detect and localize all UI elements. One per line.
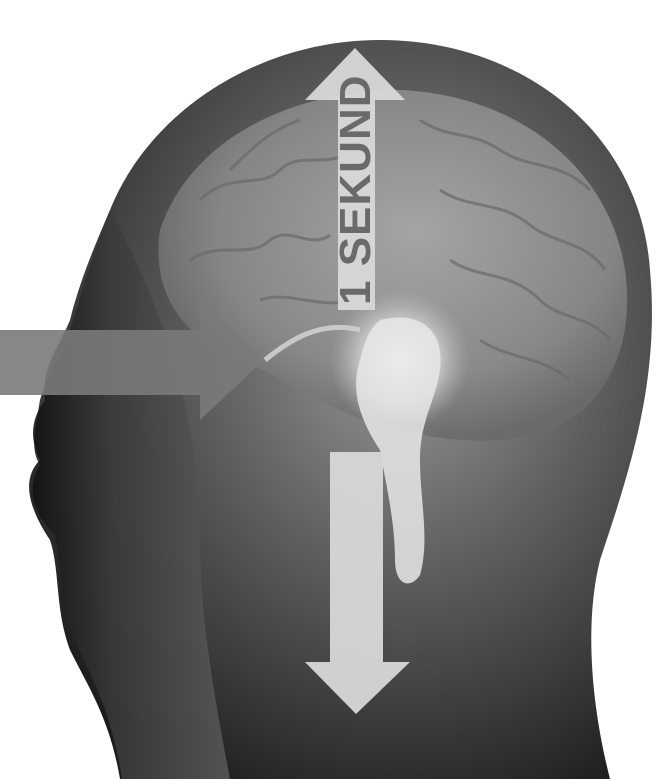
caption-label: 1 SEKUND [331, 75, 380, 306]
